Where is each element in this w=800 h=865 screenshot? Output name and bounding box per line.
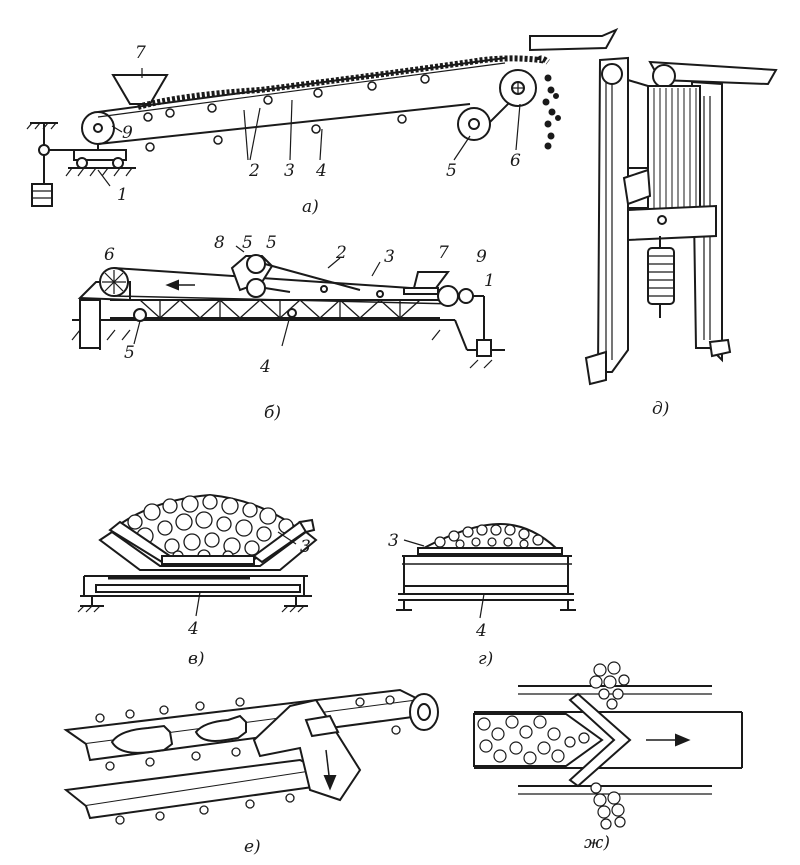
panel-a bbox=[26, 55, 561, 207]
counterweight bbox=[31, 183, 53, 207]
label-b-9: 9 bbox=[476, 247, 487, 267]
label-a-5: 5 bbox=[446, 161, 457, 181]
label-b-7: 7 bbox=[438, 243, 449, 263]
label-a-3: 3 bbox=[284, 161, 295, 181]
panel-d bbox=[529, 27, 778, 386]
label-a-9: 9 bbox=[122, 123, 133, 143]
label-a-2: 2 bbox=[248, 161, 260, 181]
label-b-5c: 5 bbox=[124, 343, 135, 363]
panel-g-labels: 3 4 г) bbox=[388, 531, 493, 669]
loading-hopper-b bbox=[412, 271, 450, 289]
snub-pulley bbox=[457, 107, 491, 141]
label-b-1: 1 bbox=[484, 271, 495, 291]
caption-zh: ж) bbox=[584, 833, 610, 853]
label-b-5a: 5 bbox=[242, 233, 253, 253]
panel-zh-labels: ж) bbox=[584, 833, 610, 853]
bag-2 bbox=[194, 714, 247, 742]
label-b-5b: 5 bbox=[266, 233, 277, 253]
bag-1 bbox=[110, 724, 174, 754]
label-b-4: 4 bbox=[259, 357, 271, 377]
panel-e bbox=[63, 688, 439, 825]
caption-e: е) bbox=[244, 837, 261, 857]
label-g-3: 3 bbox=[388, 531, 399, 551]
v-plough bbox=[568, 692, 632, 788]
panel-v bbox=[77, 493, 318, 617]
label-v-3: 3 bbox=[300, 537, 311, 557]
panel-d-labels: д) bbox=[652, 399, 669, 419]
panel-a-labels: 7 9 1 2 3 4 5 6 а) bbox=[117, 43, 521, 217]
panel-b bbox=[71, 245, 505, 369]
label-b-3: 3 bbox=[384, 247, 395, 267]
label-b-2: 2 bbox=[335, 243, 347, 263]
bulk-material-a bbox=[137, 55, 550, 110]
label-g-4: 4 bbox=[475, 621, 487, 641]
label-a-1: 1 bbox=[117, 185, 128, 205]
label-a-4: 4 bbox=[315, 161, 327, 181]
label-v-4: 4 bbox=[187, 619, 199, 639]
caption-g: г) bbox=[478, 649, 493, 669]
caption-a: а) bbox=[302, 197, 319, 217]
tail-pulley-b bbox=[437, 285, 459, 307]
caption-b: б) bbox=[264, 403, 281, 423]
panel-g bbox=[396, 522, 576, 619]
caption-d: д) bbox=[652, 399, 669, 419]
label-a-7: 7 bbox=[135, 43, 146, 63]
panel-e-labels: е) bbox=[244, 837, 261, 857]
panel-zh bbox=[473, 661, 743, 830]
label-a-6: 6 bbox=[510, 151, 521, 171]
bulk-material-zh bbox=[473, 713, 604, 767]
caption-v: в) bbox=[188, 649, 205, 669]
label-b-8: 8 bbox=[214, 233, 225, 253]
label-b-6: 6 bbox=[104, 245, 115, 265]
panel-b-labels: 6 8 5 5 2 3 7 9 1 5 4 б) bbox=[104, 233, 495, 423]
panel-v-labels: 3 4 в) bbox=[187, 537, 311, 669]
